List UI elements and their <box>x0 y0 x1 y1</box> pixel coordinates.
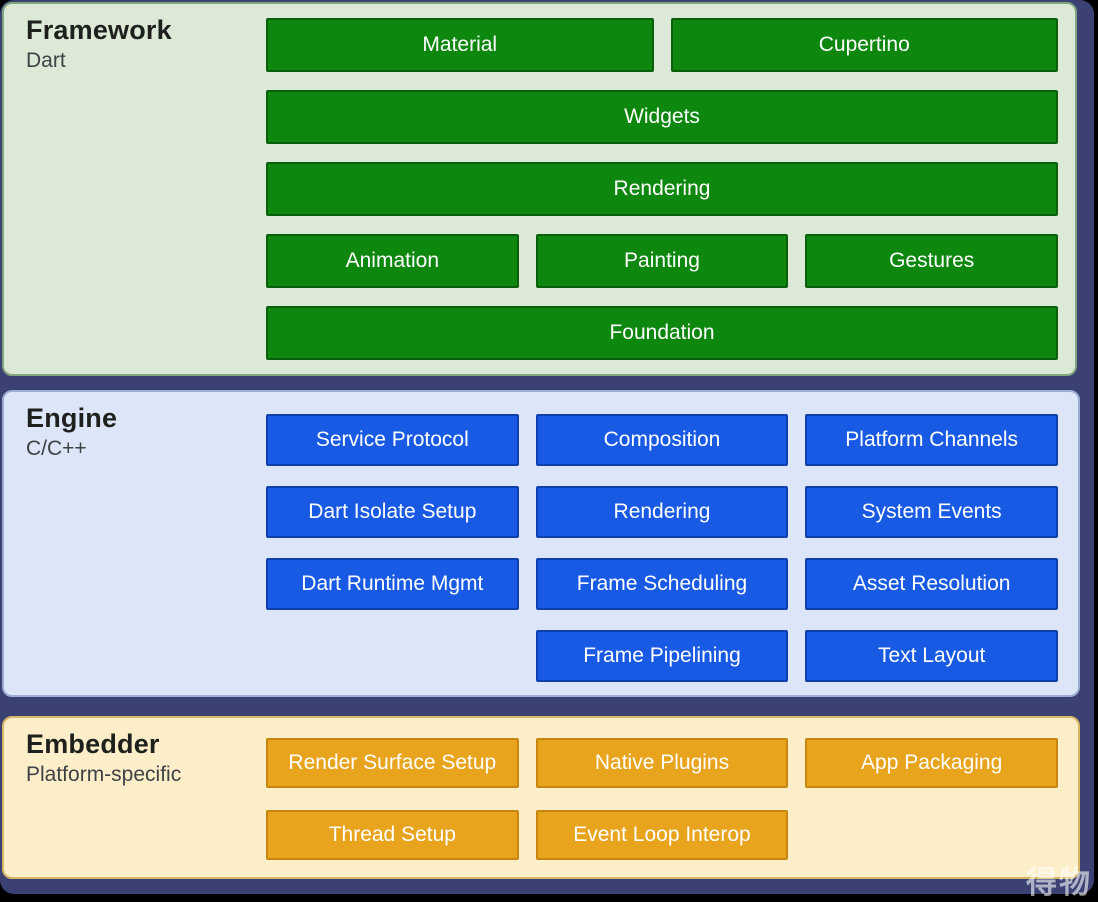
block-rendering: Rendering <box>535 486 789 538</box>
block-frame-pipelining: Frame Pipelining <box>535 630 789 682</box>
block-rendering: Rendering <box>266 162 1058 216</box>
block-composition: Composition <box>535 414 789 466</box>
layer-embedder: Embedder Platform-specific Render Surfac… <box>2 716 1080 879</box>
layer-engine-heading: Engine C/C++ <box>26 402 117 461</box>
block-thread-setup: Thread Setup <box>266 810 519 860</box>
layer-title: Embedder <box>26 729 160 759</box>
block-cupertino: Cupertino <box>670 18 1058 72</box>
engine-block-grid: Service Protocol Composition Platform Chan… <box>266 414 1058 682</box>
layer-framework-heading: Framework Dart <box>26 14 172 73</box>
block-native-plugins: Native Plugins <box>535 738 789 788</box>
block-text-layout: Text Layout <box>805 630 1058 682</box>
block-dart-isolate-setup: Dart Isolate Setup <box>266 486 519 538</box>
layer-title: Framework <box>26 15 172 45</box>
block-platform-channels: Platform Channels <box>805 414 1058 466</box>
block-render-surface-setup: Render Surface Setup <box>266 738 519 788</box>
block-app-packaging: App Packaging <box>805 738 1058 788</box>
layer-subtitle: C/C++ <box>26 437 87 461</box>
block-material: Material <box>266 18 654 72</box>
block-widgets: Widgets <box>266 90 1058 144</box>
block-foundation: Foundation <box>266 306 1058 360</box>
block-service-protocol: Service Protocol <box>266 414 519 466</box>
block-painting: Painting <box>535 234 789 288</box>
layer-subtitle: Platform-specific <box>26 763 182 787</box>
block-dart-runtime-mgmt: Dart Runtime Mgmt <box>266 558 519 610</box>
block-animation: Animation <box>266 234 519 288</box>
block-system-events: System Events <box>805 486 1058 538</box>
watermark-dewu: 得物 <box>1026 865 1092 900</box>
embedder-block-grid: Render Surface Setup Native Plugins App Pa… <box>266 738 1058 860</box>
block-gestures: Gestures <box>805 234 1058 288</box>
layer-title: Engine <box>26 403 118 433</box>
layer-subtitle: Dart <box>26 49 66 73</box>
layer-engine: Engine C/C++ Service Protocol Composition… <box>2 390 1080 697</box>
block-asset-resolution: Asset Resolution <box>805 558 1058 610</box>
block-frame-scheduling: Frame Scheduling <box>535 558 789 610</box>
layer-embedder-heading: Embedder Platform-specific <box>26 728 181 787</box>
block-event-loop-interop: Event Loop Interop <box>535 810 789 860</box>
